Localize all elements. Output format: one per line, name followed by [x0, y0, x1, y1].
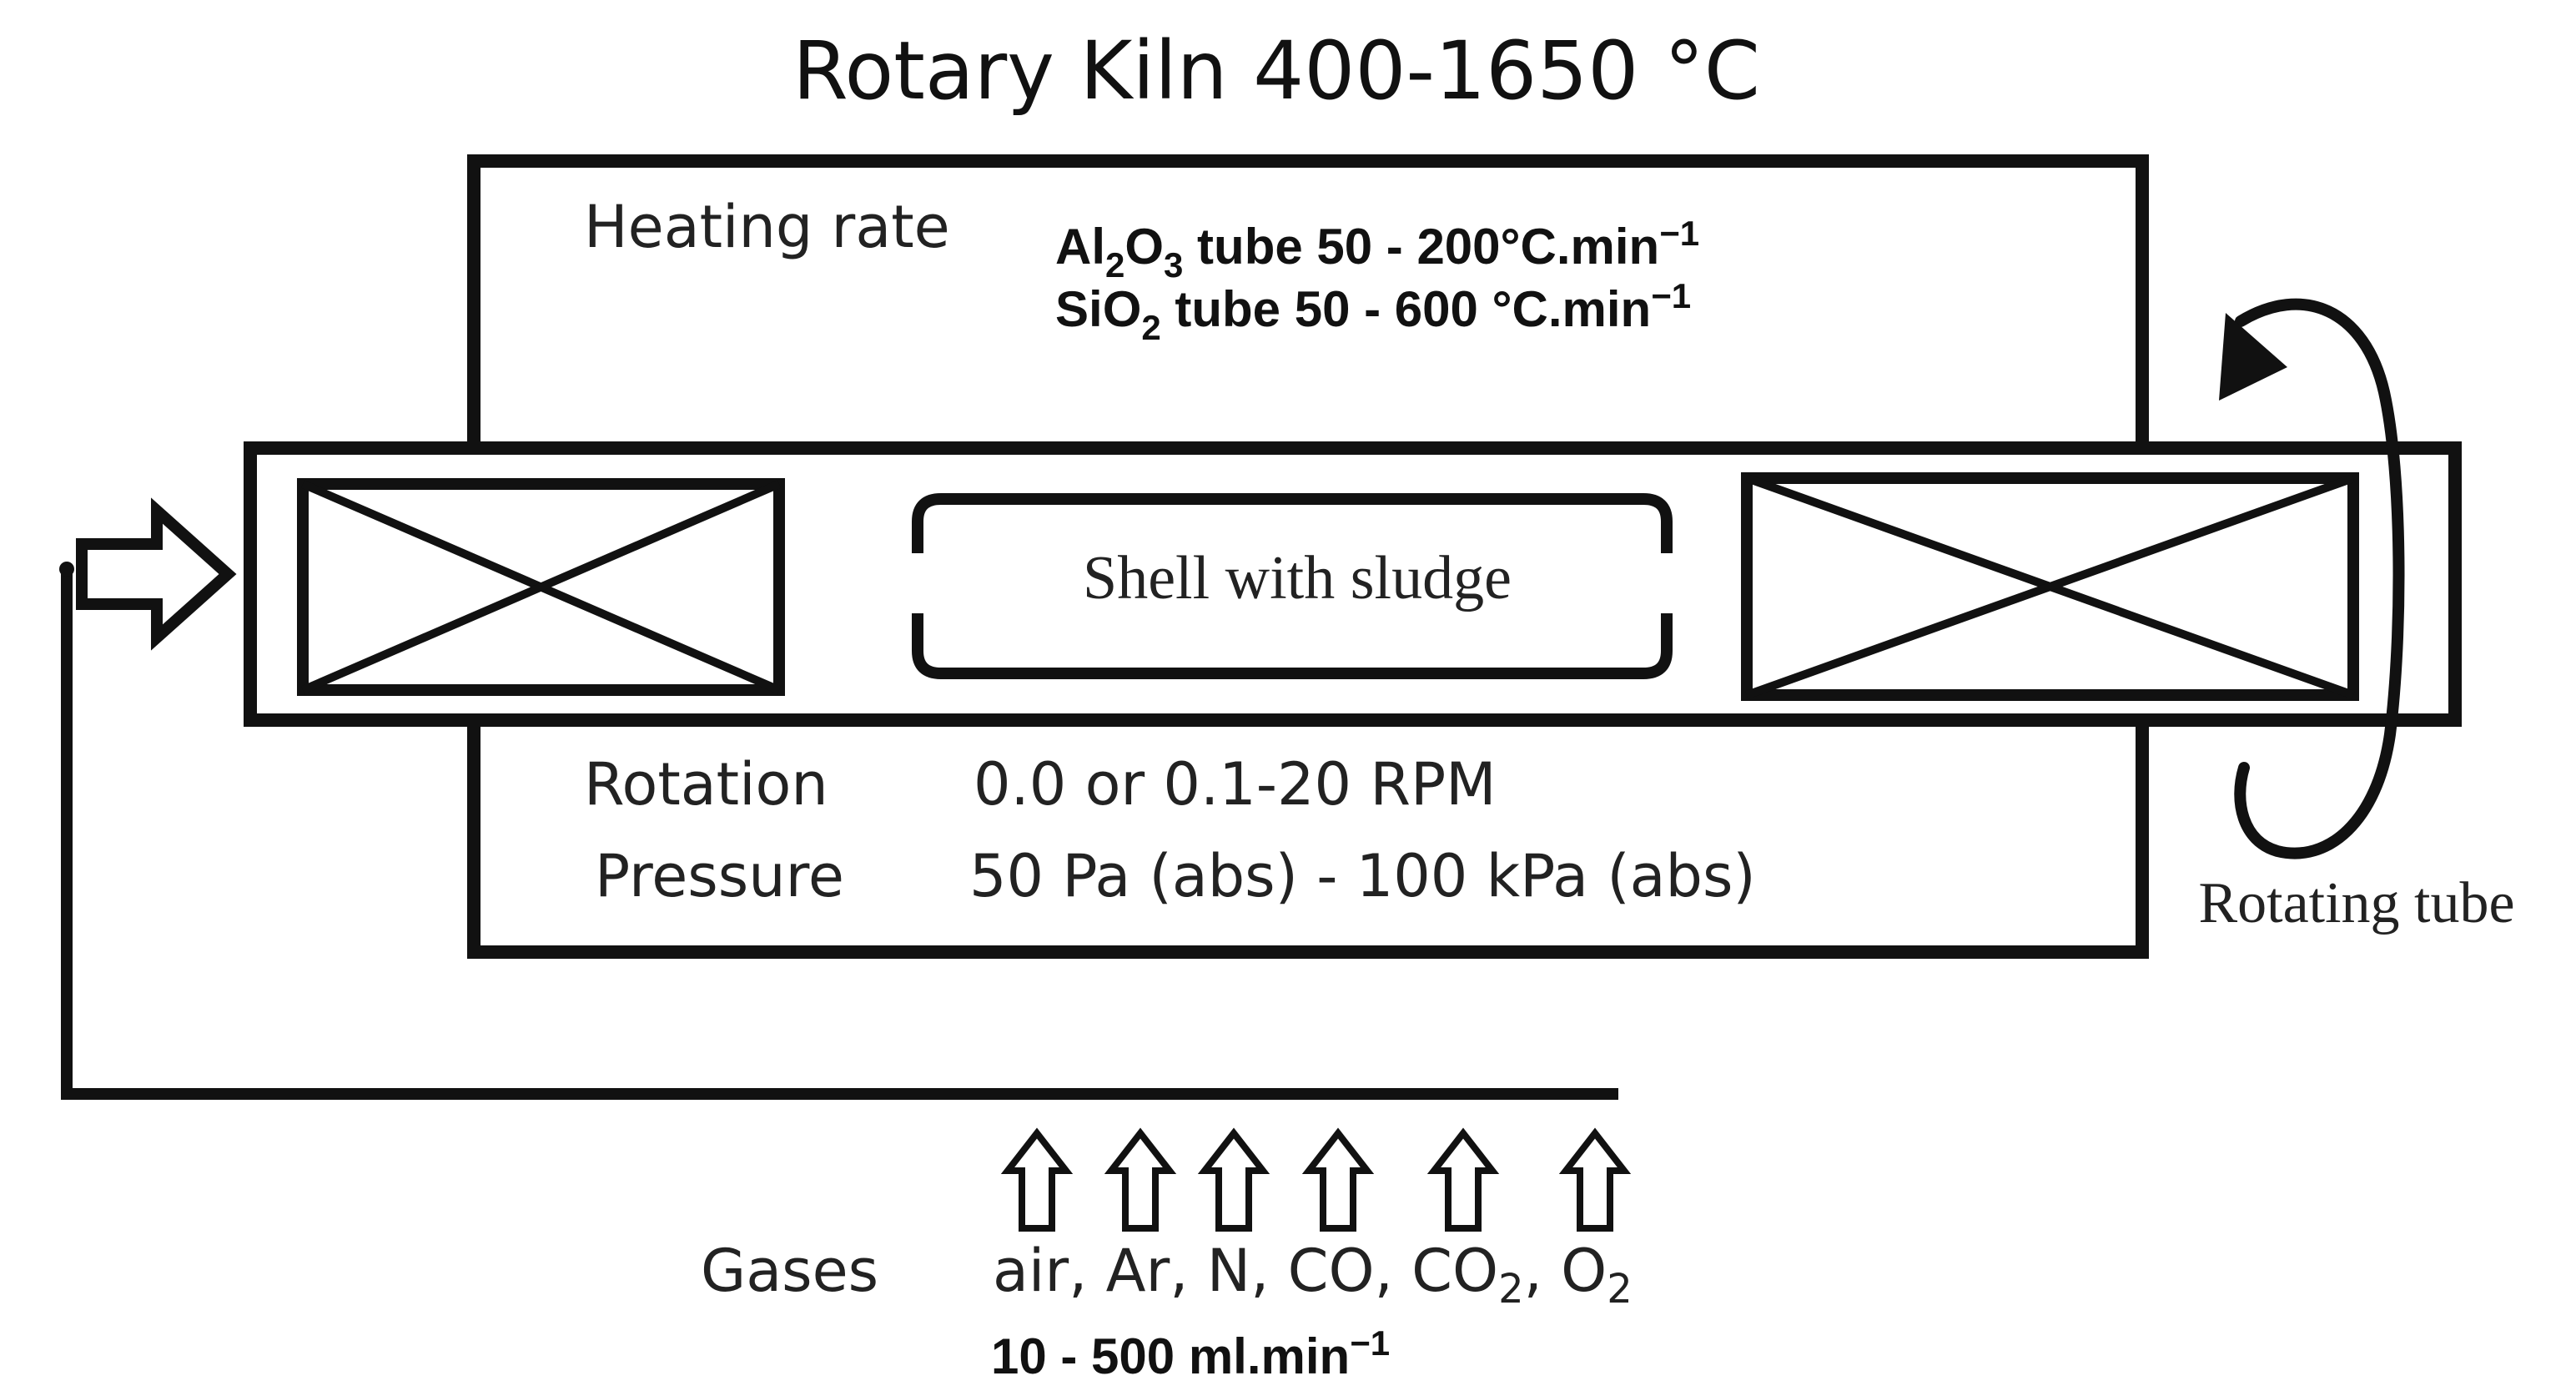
heating-rate-label: Heating rate	[584, 193, 950, 261]
gas-arrow-icon	[1558, 1127, 1632, 1232]
inlet-arrow-icon	[76, 497, 237, 651]
gas-arrow-icon	[1104, 1127, 1177, 1232]
gas-arrow-icon	[1301, 1127, 1375, 1232]
right-insulation-plug	[1741, 472, 2359, 701]
rotation-label: Rotation	[584, 750, 828, 819]
gas-feed-line	[59, 562, 1618, 1100]
diagram-title: Rotary Kiln 400-1650 °C	[792, 24, 1760, 118]
gas-inlet-arrows	[1000, 1127, 1632, 1232]
pressure-value: 50 Pa (abs) - 100 kPa (abs)	[969, 842, 1756, 910]
pressure-label: Pressure	[595, 842, 844, 910]
gases-label: Gases	[701, 1237, 878, 1305]
gas-arrow-icon	[1426, 1127, 1500, 1232]
al2o3-heating-rate: Al2O3 tube 50 - 200°C.min−1	[1055, 214, 1699, 285]
rotating-tube-label: Rotating tube	[2198, 871, 2514, 935]
rotation-value: 0.0 or 0.1-20 RPM	[974, 750, 1497, 819]
gas-arrow-icon	[1000, 1127, 1074, 1232]
shell-label: Shell with sludge	[1083, 544, 1512, 612]
rotation-arrow-icon	[2219, 298, 2405, 859]
sio2-heating-rate: SiO2 tube 50 - 600 °C.min−1	[1055, 276, 1691, 347]
gas-flow-rate: 10 - 500 ml.min−1	[991, 1323, 1390, 1384]
shell-container	[912, 493, 1673, 679]
left-insulation-plug	[297, 478, 785, 696]
gases-list: air, Ar, N, CO, CO2, O2	[993, 1237, 1633, 1313]
gas-arrow-icon	[1197, 1127, 1270, 1232]
